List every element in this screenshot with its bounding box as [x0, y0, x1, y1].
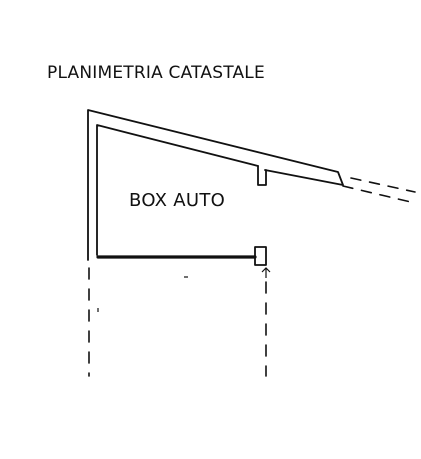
roof-extension-upper: [350, 177, 416, 193]
outer-wall: [87, 109, 344, 261]
inner-wall: [96, 124, 259, 256]
page-title: PLANIMETRIA CATASTALE: [47, 63, 265, 83]
pillar-top: [257, 165, 267, 186]
roof-extension-lower: [342, 185, 416, 204]
room-label-box-auto: BOX AUTO: [129, 190, 226, 211]
pillar-bottom: [254, 246, 267, 266]
